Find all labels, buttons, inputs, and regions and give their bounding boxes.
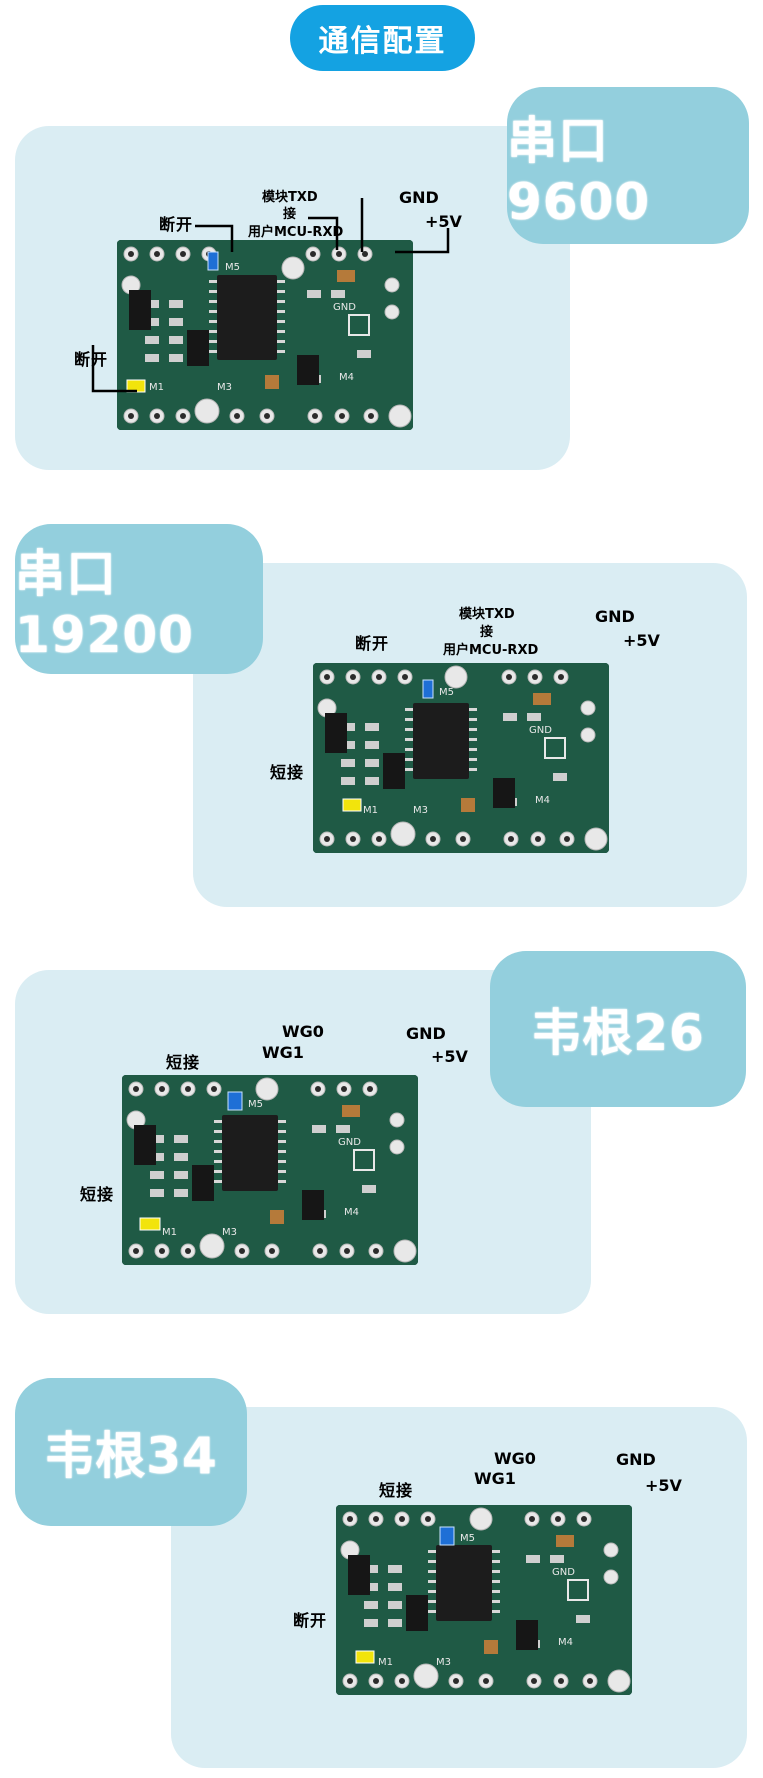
m4-silk: M4 <box>535 795 550 806</box>
s2-label-left-top: 断开 <box>355 634 390 653</box>
s1-label-gnd: GND <box>399 188 439 207</box>
m5-silk: M5 <box>460 1533 475 1544</box>
s4-label-left-bottom: 断开 <box>293 1611 328 1630</box>
section-title-pill: 通信配置 <box>290 5 475 71</box>
m5-silk: M5 <box>225 262 240 273</box>
pcb-graphic: M5 M1 M3 M4 GND <box>122 1075 418 1265</box>
gnd-silk: GND <box>338 1137 361 1148</box>
s3-label-wg1: WG1 <box>262 1043 304 1062</box>
s2-label-left-bottom: 短接 <box>270 763 305 782</box>
s4-label-gnd: GND <box>616 1450 656 1469</box>
m1-silk: M1 <box>149 382 164 393</box>
m4-silk: M4 <box>558 1637 573 1648</box>
pcb-graphic: M5 M1 M3 M4 GND <box>313 663 609 853</box>
m1-silk: M1 <box>378 1657 393 1668</box>
m1-silk: M1 <box>363 805 378 816</box>
m3-silk: M3 <box>436 1657 451 1668</box>
m4-silk: M4 <box>339 372 354 383</box>
s2-label-txd-2: 接 <box>480 625 494 640</box>
module-board-3: M5 M1 M3 M4 GND <box>122 1075 418 1265</box>
s3-label-left-bottom: 短接 <box>80 1185 115 1204</box>
s4-label-wg0: WG0 <box>494 1449 536 1468</box>
s2-label-5v: +5V <box>623 631 660 650</box>
m1-silk: M1 <box>162 1227 177 1238</box>
config-tag-3-text: 韦根26 <box>531 1004 705 1062</box>
gnd-silk: GND <box>552 1567 575 1578</box>
config-tag-1-text: 串口9600 <box>507 111 651 231</box>
s1-label-txd-1: 模块TXD <box>262 190 318 205</box>
m5-silk: M5 <box>439 687 454 698</box>
config-tag-3: 韦根26 <box>490 951 746 1107</box>
s3-label-gnd: GND <box>406 1024 446 1043</box>
s3-label-left-top: 短接 <box>166 1053 201 1072</box>
s3-label-wg0: WG0 <box>282 1022 324 1041</box>
gnd-silk: GND <box>333 302 356 313</box>
s3-label-5v: +5V <box>431 1047 468 1066</box>
config-tag-4-text: 韦根34 <box>44 1427 218 1485</box>
module-board-2: M5 M1 M3 M4 GND <box>313 663 609 853</box>
m3-silk: M3 <box>413 805 428 816</box>
gnd-silk: GND <box>529 725 552 736</box>
module-board-1: M5 M1 M3 M4 GND <box>117 240 413 430</box>
section-title: 通信配置 <box>318 24 447 59</box>
s1-label-txd-3: 用户MCU-RXD <box>248 225 344 240</box>
s2-label-txd-3: 用户MCU-RXD <box>443 643 539 658</box>
config-tag-4: 韦根34 <box>15 1378 247 1526</box>
config-tag-2: 串口19200 <box>15 524 263 674</box>
s2-label-txd-1: 模块TXD <box>459 607 515 622</box>
m4-silk: M4 <box>344 1207 359 1218</box>
s4-label-5v: +5V <box>645 1476 682 1495</box>
s1-label-left-top: 断开 <box>159 215 194 234</box>
m3-silk: M3 <box>217 382 232 393</box>
s1-label-txd-2: 接 <box>283 207 297 222</box>
pcb-graphic: M5 M1 M3 M4 GND <box>336 1505 632 1695</box>
config-tag-2-text: 串口19200 <box>15 545 194 664</box>
s2-label-gnd: GND <box>595 607 635 626</box>
config-tag-1: 串口9600 <box>507 87 749 244</box>
module-board-4: M5 M1 M3 M4 GND <box>336 1505 632 1695</box>
m3-silk: M3 <box>222 1227 237 1238</box>
s4-label-wg1: WG1 <box>474 1469 516 1488</box>
pcb-graphic: M5 M1 M3 M4 GND <box>117 240 413 430</box>
s1-label-5v: +5V <box>425 212 462 231</box>
m5-silk: M5 <box>248 1099 263 1110</box>
s4-label-left-top: 短接 <box>379 1481 414 1500</box>
s1-label-left-bottom: 断开 <box>74 350 109 369</box>
